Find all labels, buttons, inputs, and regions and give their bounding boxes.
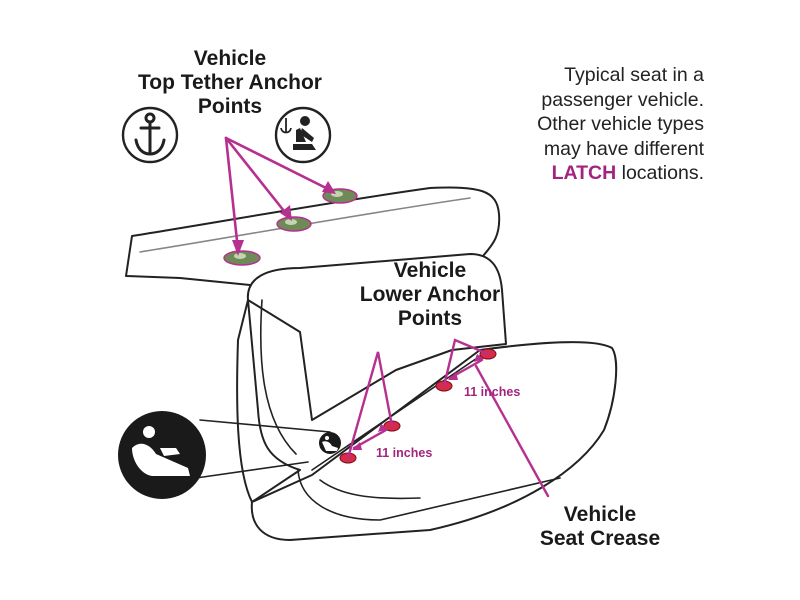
car-seat-tether-icon (274, 106, 332, 164)
seat-back (246, 253, 507, 421)
car-seat-small-icon (319, 432, 341, 454)
seat-cushion (250, 341, 618, 541)
top-tether-label: Vehicle Top Tether Anchor Points (138, 47, 322, 118)
vehicle-note: Typical seat in a passenger vehicle. Oth… (537, 64, 704, 184)
latch-term: LATCH (551, 162, 617, 184)
seat-crease-line (311, 351, 487, 471)
seat-side (236, 299, 301, 503)
seat-crease-label: Vehicle Seat Crease (539, 503, 661, 550)
lower-measurement: 11 inches (376, 446, 433, 460)
anchor-icon (121, 106, 179, 164)
upper-measurement: 11 inches (464, 385, 521, 399)
car-seat-icon (118, 411, 206, 499)
lower-anchor-label: Vehicle Lower Anchor Points (359, 259, 501, 330)
